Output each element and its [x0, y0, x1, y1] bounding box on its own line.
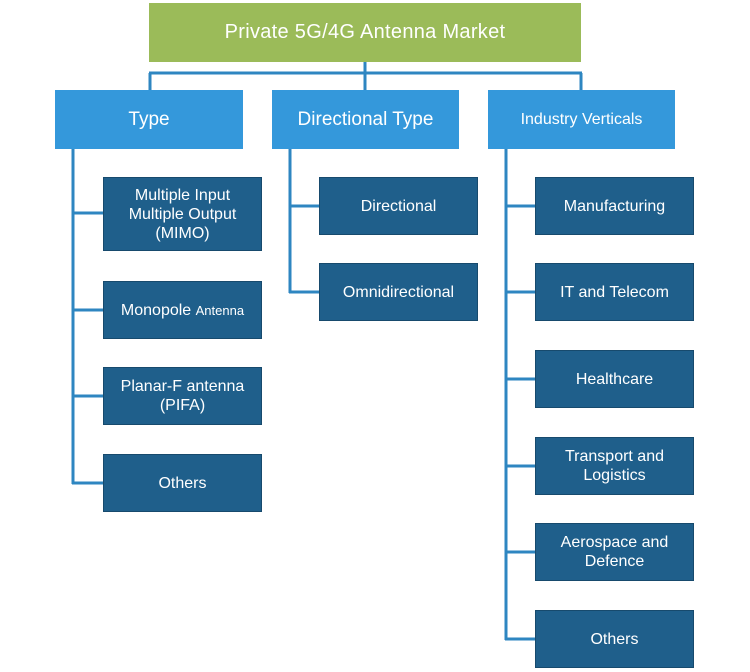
leaf-healthcare: Healthcare: [535, 350, 694, 408]
leaf-label: Planar-F antenna (PIFA): [120, 378, 245, 414]
leaf-omnidirectional: Omnidirectional: [319, 263, 478, 321]
leaf-directional: Directional: [319, 177, 478, 235]
category-industry-verticals: Industry Verticals: [488, 90, 675, 149]
leaf-label: Multiple Input Multiple Output (MIMO): [128, 186, 237, 242]
leaf-mimo: Multiple Input Multiple Output (MIMO): [103, 177, 262, 251]
leaf-planar-f-antenna: Planar-F antenna (PIFA): [103, 367, 262, 425]
leaf-aerospace-and-defence: Aerospace and Defence: [535, 523, 694, 581]
leaf-manufacturing: Manufacturing: [535, 177, 694, 235]
leaf-label: Monopole Antenna: [121, 301, 244, 320]
leaf-others-type: Others: [103, 454, 262, 512]
category-label: Industry Verticals: [520, 110, 643, 128]
leaf-label: Aerospace and Defence: [560, 534, 669, 570]
category-type: Type: [55, 90, 243, 149]
leaf-label: Others: [158, 474, 207, 492]
leaf-label-main: Monopole: [120, 301, 196, 319]
leaf-others-industry: Others: [535, 610, 694, 668]
leaf-transport-and-logistics: Transport and Logistics: [535, 437, 694, 495]
leaf-label: Omnidirectional: [342, 283, 455, 301]
leaf-label: IT and Telecom: [560, 283, 669, 301]
leaf-label: Directional: [360, 197, 437, 215]
leaf-monopole-antenna: Monopole Antenna: [103, 281, 262, 339]
category-label: Type: [128, 108, 170, 130]
category-directional-type: Directional Type: [272, 90, 459, 149]
leaf-label: Manufacturing: [563, 197, 666, 215]
leaf-label: Healthcare: [575, 370, 654, 388]
leaf-label: Others: [590, 630, 639, 648]
root-label: Private 5G/4G Antenna Market: [224, 21, 506, 43]
category-label: Directional Type: [297, 108, 434, 130]
leaf-label: Transport and Logistics: [564, 448, 664, 484]
root-node: Private 5G/4G Antenna Market: [149, 3, 581, 62]
leaf-label-small: Antenna: [195, 302, 245, 318]
leaf-it-and-telecom: IT and Telecom: [535, 263, 694, 321]
